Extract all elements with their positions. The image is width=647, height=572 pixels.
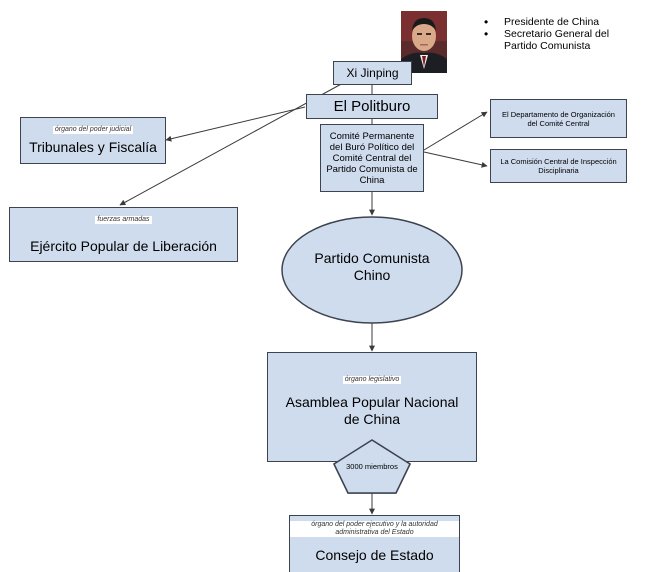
node-state-council: órgano del poder ejecutivo y la autorida…	[289, 515, 460, 572]
node-politburo: El Politburo	[306, 94, 438, 119]
node-members-text: 3000 miembros	[342, 462, 402, 471]
node-discipline-commission-label: La Comisión Central de Inspección Discip…	[500, 157, 617, 175]
node-organization-department-label: El Departamento de Organización del Comi…	[502, 109, 615, 128]
node-army: fuerzas armadas Ejército Popular de Libe…	[9, 207, 238, 262]
leader-role-item: Presidente de China	[480, 16, 640, 28]
node-standing-committee-label: Comité Permanente del Buró Político del …	[326, 130, 418, 186]
node-standing-committee: Comité Permanente del Buró Político del …	[320, 124, 424, 192]
leader-portrait-image	[401, 11, 447, 73]
node-politburo-label: El Politburo	[333, 98, 411, 115]
node-party-label: Partido Comunista Chino	[314, 250, 430, 283]
node-courts: órgano del poder judicial Tribunales y F…	[20, 117, 166, 164]
node-courts-label: Tribunales y Fiscalía	[29, 139, 157, 155]
node-assembly-note: órgano legislativo	[342, 376, 402, 384]
node-members-label-overlay: 3000 miembros	[346, 462, 398, 471]
leader-role-item: Secretario General del Partido Comunista	[480, 28, 640, 52]
node-army-label: Ejército Popular de Liberación	[30, 238, 217, 254]
node-xi-jinping-label: Xi Jinping	[346, 66, 399, 80]
node-xi-jinping: Xi Jinping	[333, 61, 412, 85]
node-party: Partido Comunista Chino	[300, 250, 444, 284]
node-organization-department: El Departamento de Organización del Comi…	[490, 99, 627, 138]
leader-roles-list: Presidente de China Secretario General d…	[480, 16, 640, 52]
node-discipline-commission: La Comisión Central de Inspección Discip…	[490, 149, 627, 183]
node-army-note: fuerzas armadas	[95, 216, 152, 224]
node-courts-note: órgano del poder judicial	[52, 126, 134, 134]
node-assembly-label: Asamblea Popular Nacional de China	[285, 394, 459, 427]
node-state-council-label: Consejo de Estado	[315, 547, 434, 563]
node-state-council-note: órgano del poder ejecutivo y la autorida…	[290, 521, 459, 537]
